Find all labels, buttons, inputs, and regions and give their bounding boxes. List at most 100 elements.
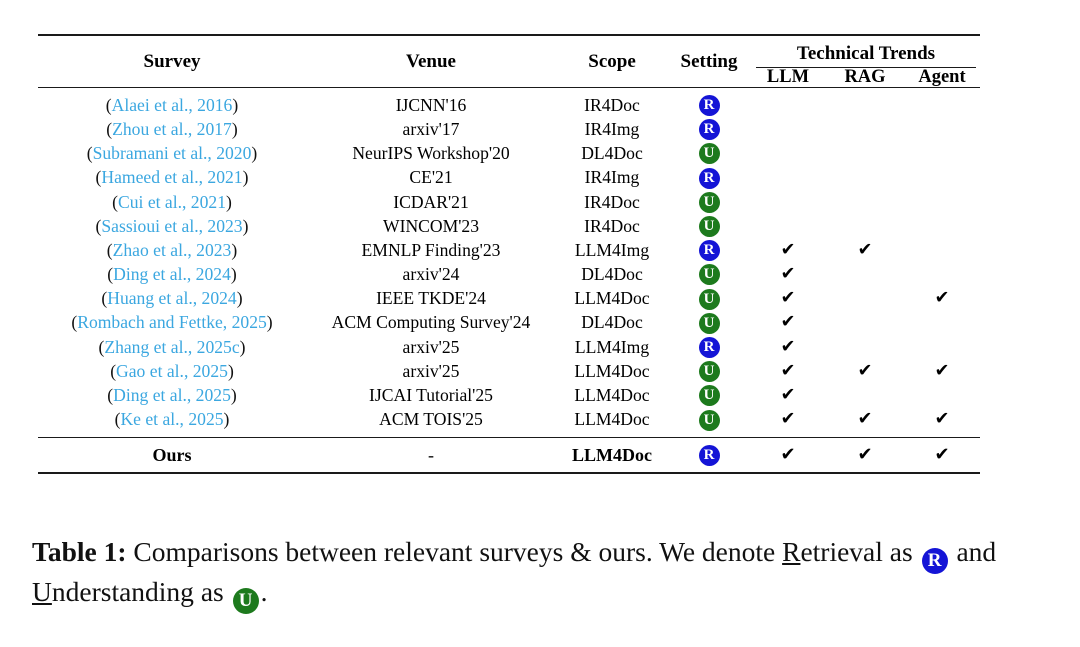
setting-badge-retrieval: R xyxy=(698,167,720,189)
citation-text: Huang et al., 2024 xyxy=(107,288,237,309)
cell-setting: U xyxy=(668,287,750,311)
cell-agent-check: ✔ xyxy=(934,360,950,381)
citation: (Zhao et al., 2023) xyxy=(107,240,237,260)
cell-venue: ICDAR'21 xyxy=(393,191,469,212)
cell-agent-check xyxy=(904,311,980,335)
citation-paren-close: ) xyxy=(230,264,237,285)
citation-paren-close: ) xyxy=(236,288,243,309)
cell-venue: NeurIPS Workshop'20 xyxy=(352,143,510,164)
cell-venue: arxiv'24 xyxy=(402,264,460,285)
column-header-setting: Setting xyxy=(680,50,738,72)
cell-survey: (Sassioui et al., 2023) xyxy=(38,214,306,238)
citation: (Zhou et al., 2017) xyxy=(106,119,237,139)
citation-paren-open: ( xyxy=(98,336,105,357)
comparison-table-container: Survey Venue Scope Setting Technical Tre… xyxy=(38,34,980,476)
cell-survey: (Zhao et al., 2023) xyxy=(38,239,306,263)
citation-text: Gao et al., 2025 xyxy=(116,360,228,381)
cell-llm-check: ✔ xyxy=(780,312,796,333)
setting-badge-understanding: U xyxy=(698,264,720,286)
citation-text: Cui et al., 2021 xyxy=(118,191,226,212)
cell-agent-check xyxy=(904,166,980,190)
table-row: (Subramani et al., 2020) NeurIPS Workshop… xyxy=(38,142,980,166)
cell-rag-check xyxy=(826,166,904,190)
column-header-scope: Scope xyxy=(588,50,636,72)
citation-paren-open: ( xyxy=(112,191,118,212)
cell-rag-check xyxy=(826,118,904,142)
cell-llm-check: ✔ xyxy=(780,409,796,430)
setting-badge-understanding: U xyxy=(698,216,720,238)
setting-badge-understanding: U xyxy=(698,361,720,383)
column-header-agent: Agent xyxy=(918,67,966,87)
citation: (Ding et al., 2024) xyxy=(107,264,236,284)
setting-badge-understanding: U xyxy=(698,312,720,334)
column-group-header-technical-trends: Technical Trends xyxy=(750,36,980,68)
cell-llm-check: ✔ xyxy=(780,239,796,260)
citation: (Gao et al., 2025) xyxy=(110,361,234,381)
citation-paren-open: ( xyxy=(106,239,113,260)
ours-venue: - xyxy=(428,445,434,466)
citation: (Rombach and Fettke, 2025) xyxy=(71,312,272,332)
citation-text: Zhang et al., 2025c xyxy=(104,336,240,357)
caption-understanding-rest: nderstanding xyxy=(51,576,194,607)
cell-llm-check xyxy=(750,190,826,214)
cell-survey: (Gao et al., 2025) xyxy=(38,360,306,384)
cell-agent-check xyxy=(904,239,980,263)
citation-paren-open: ( xyxy=(95,167,102,188)
cell-setting: R xyxy=(668,88,750,118)
cell-venue: CE'21 xyxy=(409,167,453,188)
ours-separator-rule xyxy=(38,437,980,439)
citation-text: Ding et al., 2025 xyxy=(113,385,231,406)
citation: (Cui et al., 2021) xyxy=(112,192,232,212)
cell-scope: DL4Doc xyxy=(581,143,643,164)
cell-rag-check xyxy=(826,263,904,287)
citation-text: Rombach and Fettke, 2025 xyxy=(77,312,267,333)
cell-llm-check xyxy=(750,118,826,142)
cell-llm-check: ✔ xyxy=(780,336,796,357)
cell-llm-check xyxy=(750,88,826,118)
cell-agent-check xyxy=(904,88,980,118)
citation: (Subramani et al., 2020) xyxy=(87,143,258,163)
table-footer: Ours - LLM4Doc R ✔ ✔ ✔ xyxy=(38,437,980,476)
setting-badge-retrieval: R xyxy=(698,336,720,358)
cell-llm-check: ✔ xyxy=(780,288,796,309)
citation-paren-open: ( xyxy=(101,288,108,309)
cell-agent-check xyxy=(904,335,980,359)
citation-text: Hameed et al., 2021 xyxy=(101,167,243,188)
cell-venue: ACM Computing Survey'24 xyxy=(331,312,531,333)
citation-paren-close: ) xyxy=(226,191,232,212)
cell-agent-check xyxy=(904,384,980,408)
setting-badge-retrieval: R xyxy=(698,95,720,117)
caption-retrieval-rest: etrieval xyxy=(800,536,883,567)
cell-venue: ACM TOIS'25 xyxy=(379,409,483,430)
cell-agent-check xyxy=(904,142,980,166)
cell-venue: IJCNN'16 xyxy=(395,94,467,115)
cell-agent-check xyxy=(904,263,980,287)
ours-setting: R xyxy=(668,438,750,473)
cell-survey: (Zhang et al., 2025c) xyxy=(38,335,306,359)
cell-rag-check: ✔ xyxy=(857,239,873,260)
cell-llm-check xyxy=(750,214,826,238)
cell-scope: DL4Doc xyxy=(581,312,643,333)
cell-setting: U xyxy=(668,311,750,335)
comparison-table: Survey Venue Scope Setting Technical Tre… xyxy=(38,34,980,476)
cell-agent-check xyxy=(904,214,980,238)
setting-badge-understanding: U xyxy=(698,385,720,407)
citation-paren-close: ) xyxy=(227,360,234,381)
citation-paren-close: ) xyxy=(251,143,258,164)
citation: (Ke et al., 2025) xyxy=(115,409,230,429)
caption-label: Table 1: xyxy=(32,536,127,567)
cell-survey: (Ding et al., 2025) xyxy=(38,384,306,408)
header-row-main: Survey Venue Scope Setting Technical Tre… xyxy=(38,36,980,71)
citation-paren-open: ( xyxy=(110,360,117,381)
cell-scope: LLM4Doc xyxy=(574,385,650,406)
cell-scope: LLM4Doc xyxy=(574,360,650,381)
ours-rag-check: ✔ xyxy=(857,444,873,466)
citation-paren-close: ) xyxy=(232,94,239,115)
cell-rag-check: ✔ xyxy=(857,409,873,430)
table-row-ours: Ours - LLM4Doc R ✔ ✔ ✔ xyxy=(38,438,980,473)
